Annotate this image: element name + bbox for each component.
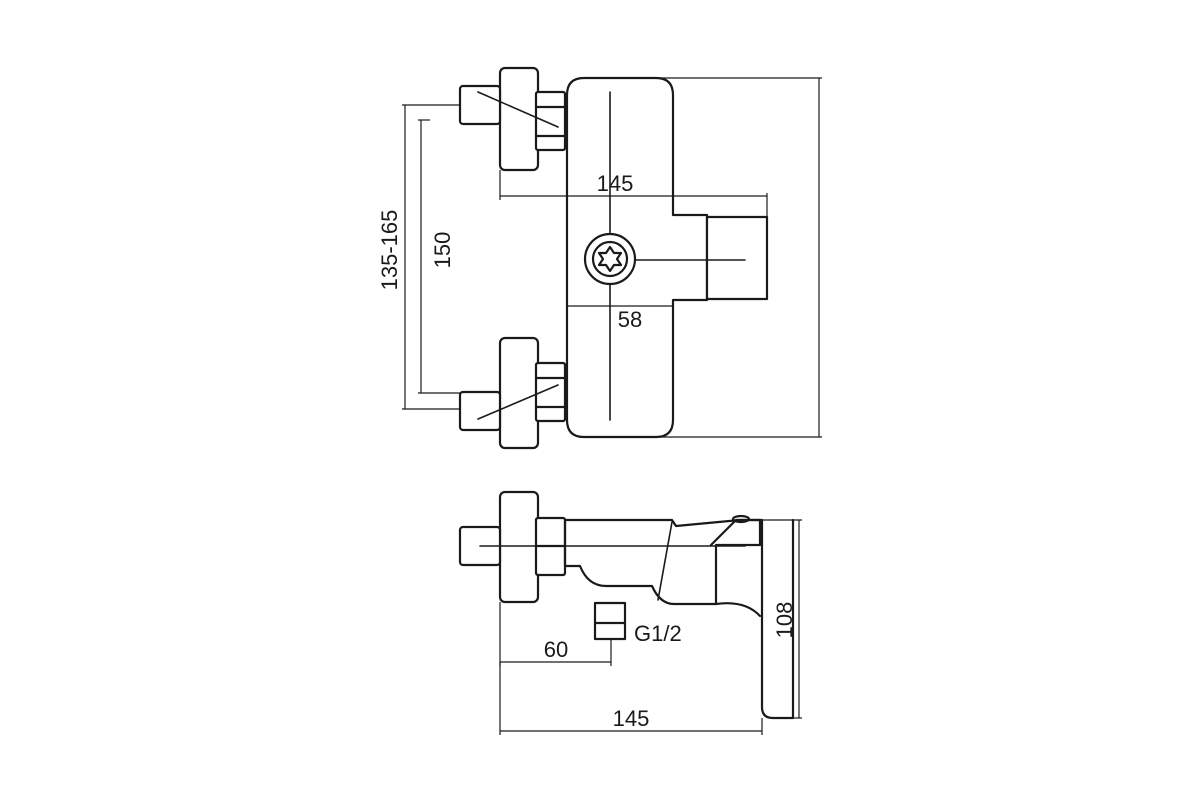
side-view: 60 G1/2 145 108: [458, 490, 802, 735]
dim-label-145-bottom: 145: [613, 706, 650, 731]
side-lever-curve: [714, 602, 762, 618]
dim-label-108: 108: [772, 602, 797, 639]
handle-block: [705, 215, 769, 301]
upper-eccentric-line: [477, 91, 559, 128]
lower-connection: [458, 336, 567, 450]
dim-label-60: 60: [544, 637, 568, 662]
lever-button: [731, 514, 751, 524]
dim-label-58: 58: [618, 307, 642, 332]
dim-label-135-165: 135-165: [377, 210, 402, 291]
dim-label-145-top: 145: [597, 171, 634, 196]
diverter-inner-circle: [591, 240, 629, 278]
upper-pipe-stub: [458, 84, 502, 126]
upper-connection: [458, 66, 567, 172]
outlet-spout: [593, 601, 627, 641]
diverter-star-icon: [597, 245, 623, 273]
top-view: 145 58 135-165 150: [377, 66, 822, 450]
side-wall-flange: [498, 490, 540, 604]
upper-wall-flange: [498, 66, 540, 172]
side-lever-handle: [709, 518, 795, 720]
dim-label-150: 150: [430, 232, 455, 269]
lower-eccentric-line: [477, 384, 559, 420]
dim-label-g12: G1/2: [634, 621, 682, 646]
lower-pipe-stub: [458, 390, 502, 432]
side-body-separator: [657, 521, 673, 601]
upper-nut: [534, 90, 567, 152]
mixer-body-side: [563, 518, 762, 606]
lower-wall-flange: [498, 336, 540, 450]
